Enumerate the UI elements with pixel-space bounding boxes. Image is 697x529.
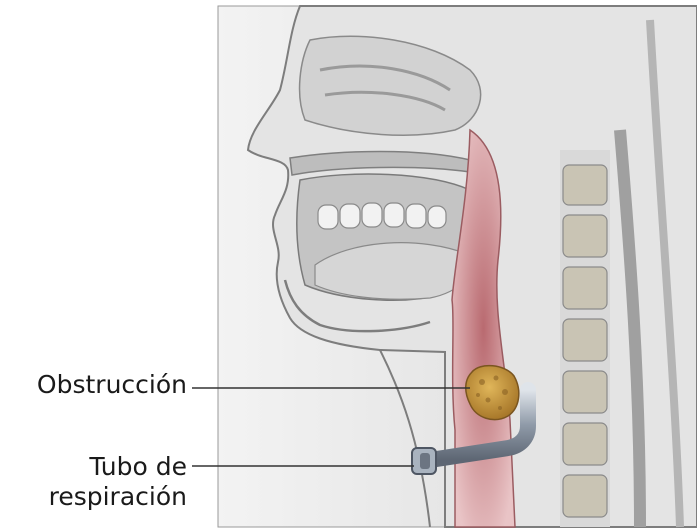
breathing-tube-label-line1: Tubo de <box>49 452 187 482</box>
breathing-tube-label-line2: respiración <box>49 482 187 512</box>
obstruction-label: Obstrucción <box>37 370 187 400</box>
breathing-tube-label: Tubo de respiración <box>49 452 187 512</box>
vertebrae <box>563 165 607 517</box>
